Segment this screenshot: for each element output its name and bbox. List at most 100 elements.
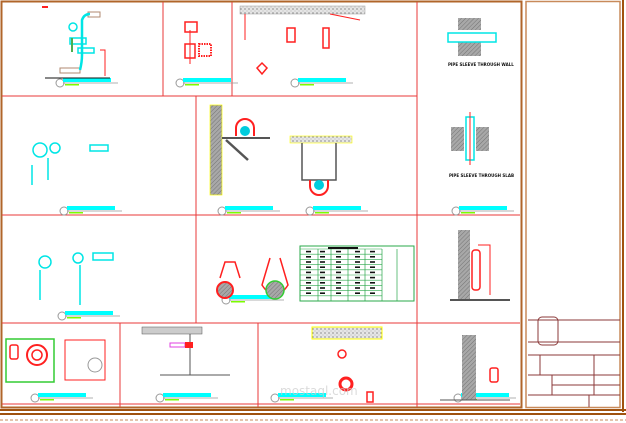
caption-scale-text (231, 301, 245, 303)
table-cell-text (370, 287, 375, 289)
table-cell-text (336, 256, 341, 258)
table-cell-text (355, 271, 360, 274)
panel-grid (2, 2, 520, 407)
caption-scale-text (40, 399, 54, 401)
table-cell-text (320, 282, 325, 284)
detail-number-bubble (59, 206, 69, 216)
caption-title-bar (38, 393, 86, 397)
table-cell-text (306, 282, 311, 284)
caption-title-bar (65, 311, 113, 315)
table-cell-text (355, 266, 360, 268)
detail-number-bubble (217, 206, 227, 216)
detail-caption (175, 78, 238, 88)
detail-number-bubble (270, 393, 280, 403)
detail-zone-control-valve (31, 142, 109, 185)
table-title-text (328, 247, 358, 249)
table-cell-text (306, 261, 311, 263)
table-cell-text (370, 282, 375, 284)
caption-title-bar (67, 206, 115, 210)
detail-pipe-hangers (216, 257, 289, 300)
table-cell-text (370, 250, 375, 253)
caption-title-bar (461, 393, 509, 397)
label-sleeve-wall: PIPE SLEEVE THROUGH WALL (448, 62, 514, 67)
table-cell-text (306, 266, 311, 268)
detail-number-bubble (305, 206, 315, 216)
detail-pipe-sleeve-wall: PIPE SLEEVE THROUGH WALL (447, 18, 514, 67)
caption-scale-text (461, 212, 475, 214)
table-cell-text (355, 292, 360, 294)
caption-title-bar (298, 78, 346, 82)
detail-caption (451, 206, 514, 216)
title-block (528, 316, 620, 407)
caption-title-bar (63, 78, 111, 82)
table-cell-text (306, 287, 311, 289)
caption-scale-text (300, 84, 314, 86)
detail-slab-penetration (141, 326, 230, 376)
detail-riser-valve-assembly (42, 6, 110, 79)
caption-scale-text (65, 84, 79, 86)
table-cell-text (370, 256, 375, 258)
table-cell-text (320, 276, 325, 279)
table-cell-text (320, 271, 325, 274)
caption-scale-text (280, 399, 294, 401)
table-cell-text (355, 256, 360, 258)
table-border (299, 245, 415, 302)
detail-hose-reel-cabinet (5, 338, 106, 383)
table-cell-text (355, 250, 360, 253)
detail-number-bubble (290, 78, 300, 88)
detail-number-bubble (55, 78, 65, 88)
label-sleeve-slab: PIPE SLEEVE THROUGH SLAB (449, 173, 514, 178)
table-cell-text (320, 287, 325, 289)
caption-scale-text (185, 84, 199, 86)
caption-scale-text (69, 212, 83, 214)
table-cell-text (355, 287, 360, 289)
detail-wall-hydrant (440, 335, 510, 401)
table-cell-text (306, 276, 311, 279)
table-cell-text (320, 250, 325, 253)
detail-caption (305, 206, 368, 216)
table-cell-text (370, 292, 375, 294)
hanger-schedule-table (299, 245, 415, 302)
detail-number-bubble (57, 311, 67, 321)
detail-number-bubble (451, 206, 461, 216)
caption-title-bar (278, 393, 326, 397)
table-cell-text (370, 276, 375, 279)
table-cell-text (336, 282, 341, 284)
table-cell-text (336, 287, 341, 289)
table-cell-text (355, 276, 360, 279)
table-cell-text (336, 261, 341, 263)
detail-number-bubble (453, 393, 463, 403)
caption-scale-text (227, 212, 241, 214)
table-cell-text (336, 250, 341, 253)
caption-title-bar (183, 78, 231, 82)
detail-caption (217, 206, 280, 216)
detail-pipe-support-u-clamp (209, 104, 353, 196)
table-cell-text (320, 292, 325, 294)
caption-title-bar (459, 206, 507, 210)
table-cell-text (320, 256, 325, 258)
table-cell-text (336, 266, 341, 268)
caption-title-bar (313, 206, 361, 210)
watermark: mostaql.com (280, 384, 358, 398)
table-cell-text (320, 266, 325, 268)
table-cell-text (370, 271, 375, 274)
detail-alarm-valve (184, 21, 212, 64)
caption-scale-text (67, 317, 81, 319)
table-cell-text (306, 256, 311, 258)
detail-captions (30, 78, 516, 403)
table-cell-text (306, 250, 311, 253)
caption-title-bar (163, 393, 211, 397)
detail-caption (30, 393, 93, 403)
caption-title-bar (225, 206, 273, 210)
caption-title-bar (229, 295, 277, 299)
table-cell-text (370, 261, 375, 263)
table-cell-text (355, 261, 360, 263)
table-cell-text (306, 271, 311, 274)
table-cell-text (336, 276, 341, 279)
table-cell-text (370, 266, 375, 268)
table-cell-text (336, 271, 341, 274)
detail-number-bubble (175, 78, 185, 88)
detail-sprinkler-pendant: mostaql.com (280, 326, 383, 403)
